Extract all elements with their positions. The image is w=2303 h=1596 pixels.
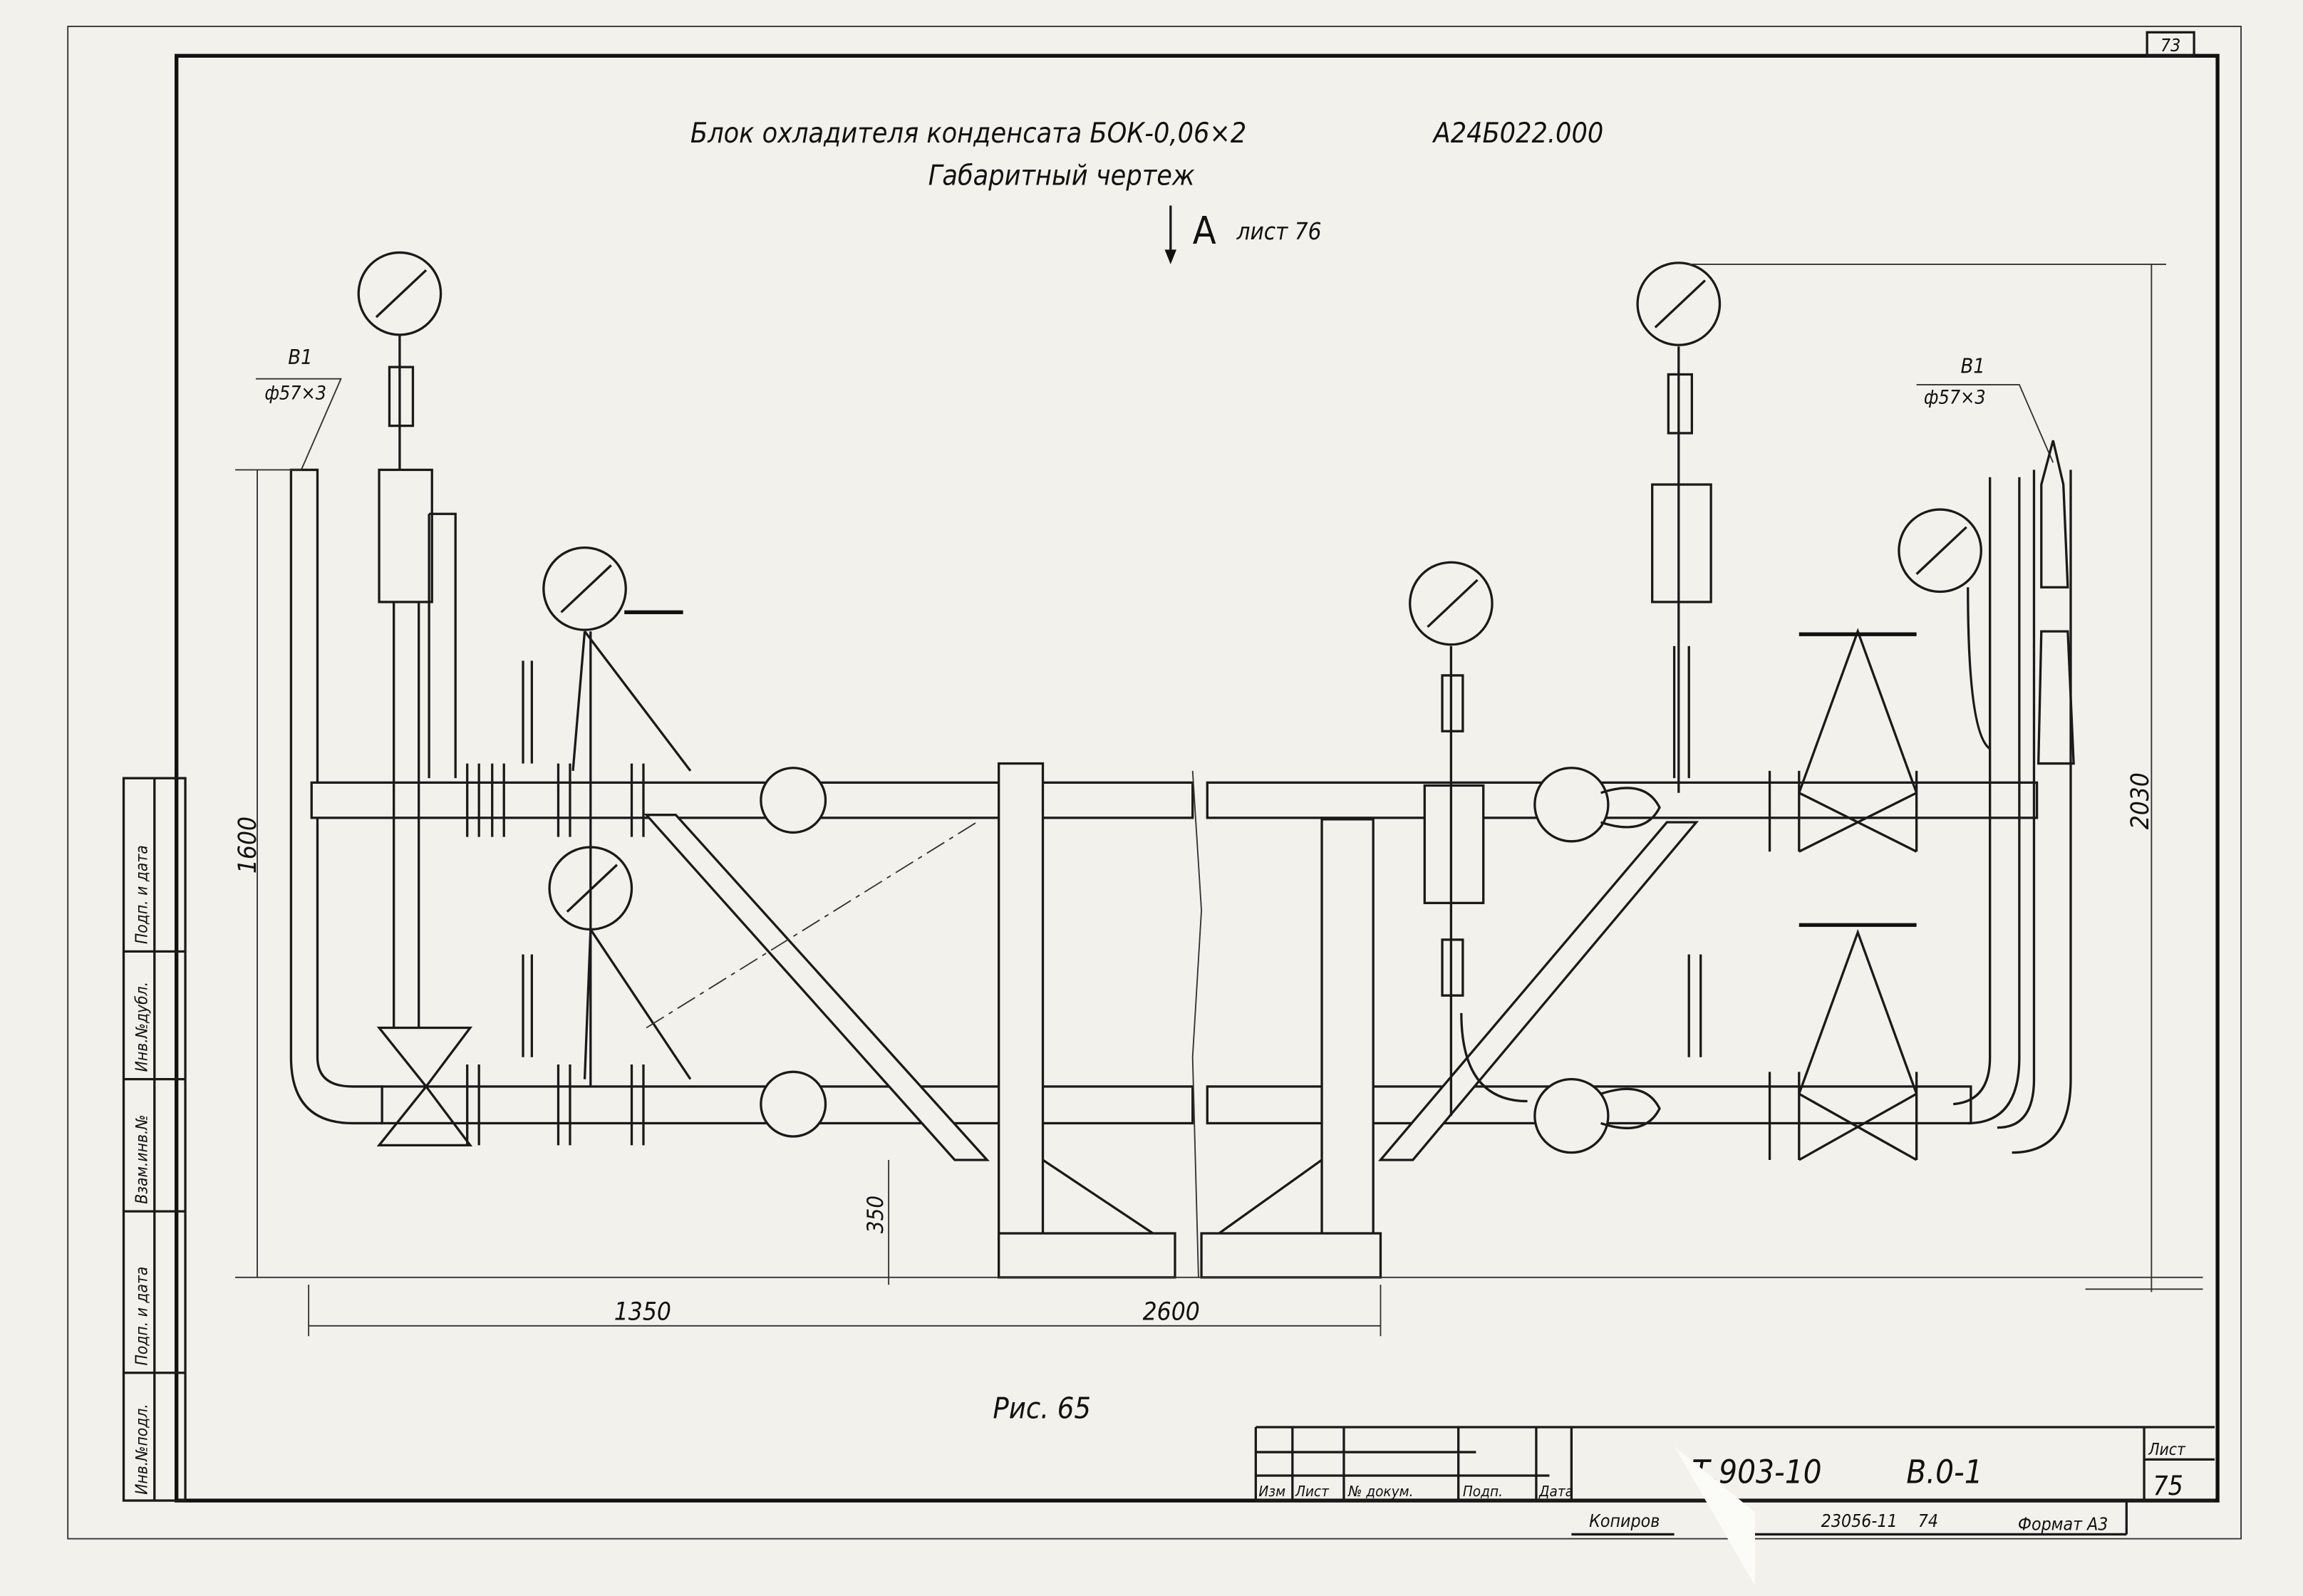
- dim-width-left: 1350: [614, 1297, 671, 1327]
- pressure-gauges: [357, 251, 1982, 931]
- right-riser-pipe-1: [1953, 477, 2021, 1125]
- right-gauge-stem: [1672, 346, 1690, 793]
- corner-number-box: [2146, 31, 2195, 57]
- right-impulse-line: [1967, 587, 1991, 750]
- callout-right-size: ф57×3: [1924, 387, 1986, 409]
- dim-left-height: 1600: [233, 817, 262, 874]
- left-riser-pipe: [289, 468, 383, 1125]
- side-stamp-vzam-inv: Взам.инв.№: [133, 1114, 151, 1203]
- left-cylinder: [378, 468, 433, 603]
- gauge-fitting: [1441, 674, 1464, 732]
- left-gauge-fitting: [388, 366, 415, 428]
- side-stamp-podp-data-1: Подп. и дата: [133, 1267, 151, 1366]
- dim-width-right: 2600: [1143, 1297, 1200, 1327]
- tb-copied: Копиров: [1589, 1510, 1660, 1531]
- tb-sheet-number: 75: [2153, 1471, 2183, 1501]
- tb-order: 23056-11: [1821, 1510, 1898, 1531]
- reducers: [1600, 787, 1661, 1129]
- view-letter: А: [1193, 208, 1216, 253]
- right-gauge-fitting: [1667, 373, 1693, 435]
- upper-header-pipe-left: [310, 781, 1194, 819]
- right-riser-pipe-2: [1997, 470, 2072, 1154]
- corner-number: 73: [2160, 35, 2180, 56]
- flange-lower-right: [1533, 1077, 1610, 1154]
- tb-sheet-label: Лист: [2148, 1441, 2186, 1459]
- piping-assembly: [289, 251, 2075, 1279]
- lower-left-valve: [376, 1026, 473, 1147]
- pressure-gauge-icon: [1636, 261, 1722, 346]
- tb-format: Формат А3: [2018, 1513, 2108, 1534]
- thermometers-left: [522, 660, 534, 1057]
- right-cylinder: [1651, 483, 1712, 603]
- tb-col-data: Дата: [1538, 1483, 1573, 1500]
- flange-upper-right: [1533, 767, 1610, 843]
- tb-year: 74: [1918, 1510, 1938, 1531]
- flange-upper-left: [760, 767, 827, 834]
- figure-caption: Рис. 65: [993, 1392, 1091, 1426]
- side-stamp-podp-data-2: Подп. и дата: [133, 845, 151, 944]
- callout-right-leader: [1916, 383, 2054, 463]
- flanges: [466, 763, 645, 1146]
- dim-support-height: 350: [863, 1196, 889, 1233]
- pressure-gauge-icon: [357, 251, 443, 336]
- tb-col-list: Лист: [1295, 1483, 1330, 1500]
- callout-left-size: ф57×3: [264, 383, 326, 405]
- view-arrowhead: [1164, 249, 1177, 264]
- pressure-gauge-icon: [542, 546, 627, 631]
- dimension-lines: [235, 264, 2203, 1337]
- title-line2: Габаритный чертеж: [928, 160, 1195, 192]
- side-stamp-inv-dubl: Инв.№дубл.: [133, 982, 151, 1072]
- right-fitting: [2037, 440, 2075, 765]
- support-frame: [643, 762, 1699, 1279]
- left-vertical-lines: [393, 512, 457, 1028]
- thermometer-right: [1687, 954, 1702, 1057]
- callout-right-label: В1: [1960, 353, 1984, 378]
- pressure-gauge-icon: [1898, 508, 1982, 594]
- tb-col-doc: № докум.: [1347, 1483, 1413, 1500]
- tb-col-izm: Изм: [1258, 1483, 1285, 1500]
- side-stamp: [122, 777, 187, 1502]
- view-ref: лист 76: [1236, 217, 1322, 245]
- outer-trim-line: [67, 26, 2242, 1540]
- side-stamp-inv-podl: Инв.№подл.: [133, 1404, 151, 1495]
- tb-album: В.0-1: [1906, 1453, 1983, 1491]
- left-gauge-supports: [571, 631, 692, 1087]
- callout-left-label: В1: [288, 345, 312, 369]
- break-line: [1191, 770, 1202, 1278]
- title-line1: Блок охладителя конденсата БОК-0,06×2: [690, 118, 1246, 150]
- gauge-fitting: [1441, 938, 1464, 997]
- dim-right-height: 2030: [2126, 772, 2155, 829]
- tb-col-podp: Подп.: [1463, 1483, 1503, 1500]
- right-valves: [1768, 628, 1918, 1161]
- callout-left-leader: [255, 378, 342, 470]
- impulse-line: [1449, 646, 1528, 1116]
- drawing-code: А24Б022.000: [1432, 118, 1604, 150]
- flange-lower-left: [760, 1070, 827, 1138]
- pressure-gauge-icon: [1409, 561, 1494, 646]
- center-right-device: [1423, 784, 1485, 904]
